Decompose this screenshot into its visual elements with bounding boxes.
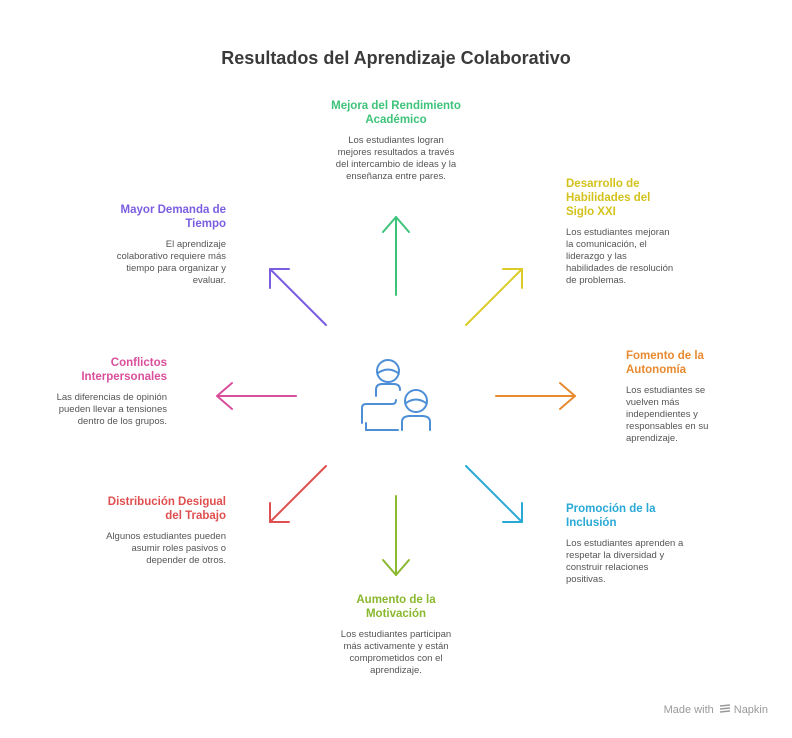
arrow-bottom-right: [465, 465, 523, 523]
arrow-left: [216, 382, 297, 410]
node-right-title: Fomento de la Autonomía: [626, 350, 704, 376]
node-top-left: Mayor Demanda de Tiempo El aprendizaje c…: [116, 203, 226, 287]
made-with-label: Made with: [663, 704, 714, 716]
node-right: Fomento de la Autonomía Los estudiantes …: [626, 349, 731, 445]
node-bottom-left-title: Distribución Desigual del Trabajo: [107, 496, 226, 522]
node-bottom-left-desc: Algunos estudiantes pueden asumir roles …: [106, 531, 226, 566]
node-top: Mejora del Rendimiento Académico Los est…: [331, 99, 461, 183]
arrow-top: [382, 216, 410, 296]
node-top-left-desc: El aprendizaje colaborativo requiere más…: [116, 239, 226, 286]
footer-credit[interactable]: Made with Napkin: [664, 704, 768, 716]
brand-label: Napkin: [733, 704, 768, 716]
node-bottom-desc: Los estudiantes participan más activamen…: [340, 629, 452, 676]
node-bottom-right-desc: Los estudiantes aprenden a respetar la d…: [566, 538, 684, 585]
node-right-desc: Los estudiantes se vuelven más independi…: [626, 385, 709, 444]
node-top-left-title: Mayor Demanda de Tiempo: [120, 204, 226, 230]
node-bottom-left: Distribución Desigual del Trabajo Alguno…: [106, 495, 226, 567]
page-title: Resultados del Aprendizaje Colaborativo: [221, 48, 571, 68]
node-top-right-title: Desarrollo de Habilidades del Siglo XXI: [566, 178, 651, 218]
node-bottom-title: Aumento de la Motivación: [356, 594, 436, 620]
arrow-right: [495, 382, 576, 410]
two-people-collaborating-icon: [361, 359, 431, 431]
arrow-top-right: [465, 268, 523, 326]
node-top-right-desc: Los estudiantes mejoran la comunicación,…: [566, 227, 674, 286]
node-top-desc: Los estudiantes logran mejores resultado…: [335, 135, 457, 182]
node-top-right: Desarrollo de Habilidades del Siglo XXI …: [566, 177, 674, 287]
napkin-logo-icon: [719, 704, 730, 713]
arrow-bottom: [382, 495, 410, 576]
node-left-title: Conflictos Interpersonales: [81, 357, 167, 383]
arrow-bottom-left: [269, 465, 327, 523]
node-bottom-right: Promoción de la Inclusión Los estudiante…: [566, 502, 686, 586]
node-bottom: Aumento de la Motivación Los estudiantes…: [331, 593, 461, 677]
arrow-top-left: [269, 268, 327, 326]
node-left-desc: Las diferencias de opinión pueden llevar…: [56, 392, 167, 427]
node-left: Conflictos Interpersonales Las diferenci…: [52, 356, 167, 428]
node-bottom-right-title: Promoción de la Inclusión: [566, 503, 656, 529]
node-top-title: Mejora del Rendimiento Académico: [331, 100, 461, 126]
